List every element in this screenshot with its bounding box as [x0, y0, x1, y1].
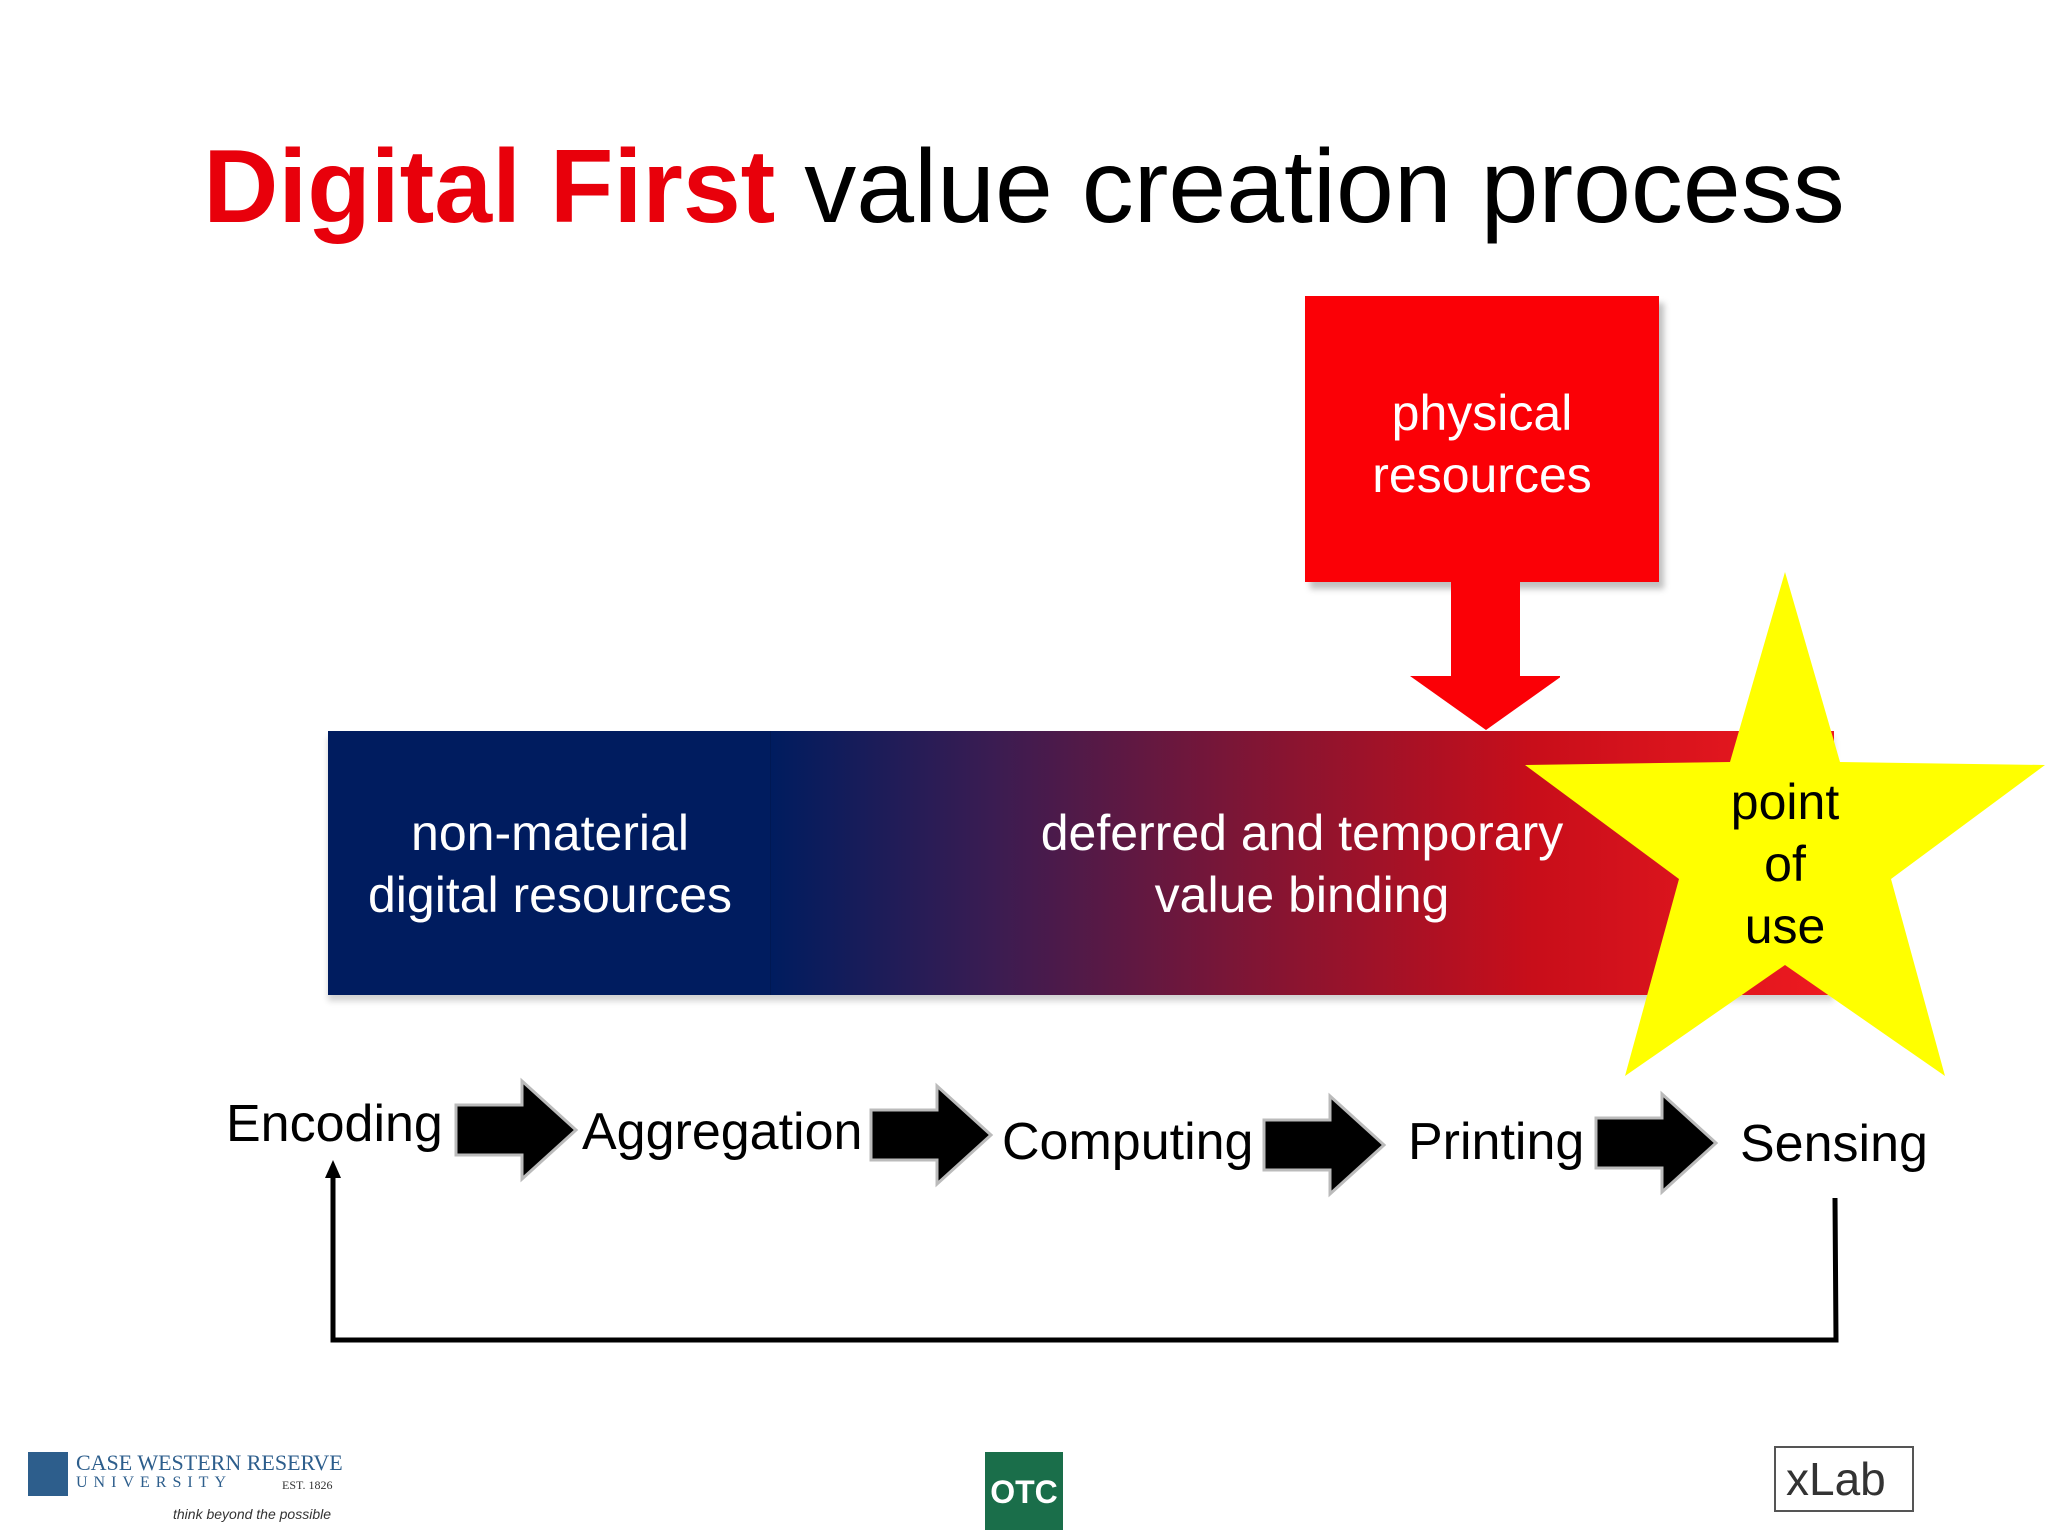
xlab-frame — [1774, 1446, 1914, 1512]
xlab-text: xLab — [1786, 1453, 1886, 1505]
right-arrow-icon — [869, 1082, 994, 1188]
step-computing: Computing — [1002, 1113, 1254, 1171]
down-arrow-icon — [1410, 578, 1560, 730]
right-arrow-icon — [454, 1077, 579, 1183]
otc-text: OTC — [990, 1474, 1058, 1510]
cwru-logo: CASE WESTERN RESERVE UNIVERSITY EST. 182… — [28, 1450, 348, 1528]
band-divider — [770, 731, 771, 995]
cwru-university: UNIVERSITY — [76, 1474, 232, 1491]
physical-resources-label: physical resources — [1305, 382, 1659, 506]
otc-logo: OTC — [985, 1452, 1063, 1530]
band-left-line2: digital resources — [367, 867, 733, 923]
band-left-line1: non-material — [411, 805, 689, 861]
title-rest: value creation process — [804, 129, 1845, 245]
physical-resources-box — [1305, 296, 1659, 582]
cwru-shield-icon — [28, 1452, 68, 1496]
band-middle-label: deferred and temporary value binding — [1000, 802, 1604, 926]
cwru-est: EST. 1826 — [282, 1478, 333, 1492]
star-line2: of — [1764, 836, 1806, 892]
star-line3: use — [1744, 898, 1826, 954]
point-of-use-label: point of use — [1655, 771, 1915, 957]
star-icon — [1525, 572, 2045, 1076]
cwru-tagline: think beyond the possible — [173, 1506, 331, 1522]
right-arrow-icon — [1594, 1090, 1719, 1196]
step-aggregation: Aggregation — [582, 1103, 863, 1161]
band-middle-line1: deferred and temporary — [1040, 805, 1564, 861]
slide-title: Digital First value creation process — [0, 135, 2048, 239]
step-encoding: Encoding — [226, 1095, 443, 1153]
star-line1: point — [1730, 774, 1840, 830]
step-printing: Printing — [1408, 1113, 1585, 1171]
band-middle-line2: value binding — [1154, 867, 1450, 923]
xlab-logo: xLab — [1774, 1444, 1974, 1520]
step-sensing: Sensing — [1740, 1115, 1928, 1173]
right-arrow-icon — [1262, 1092, 1387, 1198]
band-left-label: non-material digital resources — [330, 802, 770, 926]
physical-resources-line1: physical — [1391, 385, 1573, 441]
physical-resources-line2: resources — [1372, 447, 1592, 503]
title-highlight: Digital First — [203, 129, 776, 245]
cwru-name: CASE WESTERN RESERVE — [76, 1450, 343, 1475]
